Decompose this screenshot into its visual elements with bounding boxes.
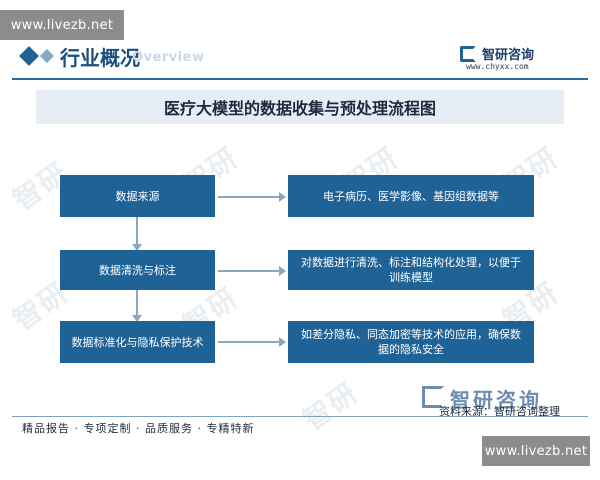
flow-step-standardization-privacy: 数据标准化与隐私保护技术 xyxy=(60,321,215,363)
section-subtitle: Overview xyxy=(132,50,205,65)
flow-detail-cleaning-labeling: 对数据进行清洗、标注和结构化处理，以便于训练模型 xyxy=(288,250,534,290)
brand-watermark-name: 智研咨询 xyxy=(450,388,542,412)
site-watermark-bottom: www.livezb.net xyxy=(482,436,590,466)
brand-logo-icon xyxy=(460,46,476,62)
arrow-right-icon xyxy=(218,266,286,276)
footer-divider xyxy=(12,416,588,417)
arrow-down-icon xyxy=(132,217,142,251)
flow-step-cleaning-labeling: 数据清洗与标注 xyxy=(60,250,215,290)
arrow-right-icon xyxy=(218,192,286,202)
section-title: 行业概况 xyxy=(60,46,140,70)
source-note: 资料来源：智研咨询整理 xyxy=(439,405,560,418)
brand-url: www.chyxx.com xyxy=(466,62,529,71)
footer-tagline: 精品报告 · 专项定制 · 品质服务 · 专精特新 xyxy=(22,422,255,435)
brand-logo: 智研咨询 www.chyxx.com xyxy=(460,44,570,74)
arrow-right-icon xyxy=(218,337,286,347)
diamond-icon xyxy=(39,48,55,64)
brand-logo-icon xyxy=(422,386,444,408)
brand-watermark-logo: 智研咨询 xyxy=(422,384,572,414)
site-watermark-top: www.livezb.net xyxy=(0,10,124,40)
arrow-down-icon xyxy=(132,290,142,322)
section-header: 行业概况 Overview 智研咨询 www.chyxx.com xyxy=(12,42,588,76)
diagram-title: 医疗大模型的数据收集与预处理流程图 xyxy=(163,99,436,118)
flow-step-data-source: 数据来源 xyxy=(60,175,215,217)
background-watermark: 智研 xyxy=(296,375,365,437)
brand-name: 智研咨询 xyxy=(482,48,535,63)
diamond-icon xyxy=(19,46,39,66)
flow-detail-data-source: 电子病历、医学影像、基因组数据等 xyxy=(288,175,534,217)
header-divider xyxy=(12,78,588,80)
flow-detail-standardization-privacy: 如差分隐私、同态加密等技术的应用，确保数据的隐私安全 xyxy=(288,321,534,363)
diagram-title-banner: 医疗大模型的数据收集与预处理流程图 xyxy=(36,90,564,124)
